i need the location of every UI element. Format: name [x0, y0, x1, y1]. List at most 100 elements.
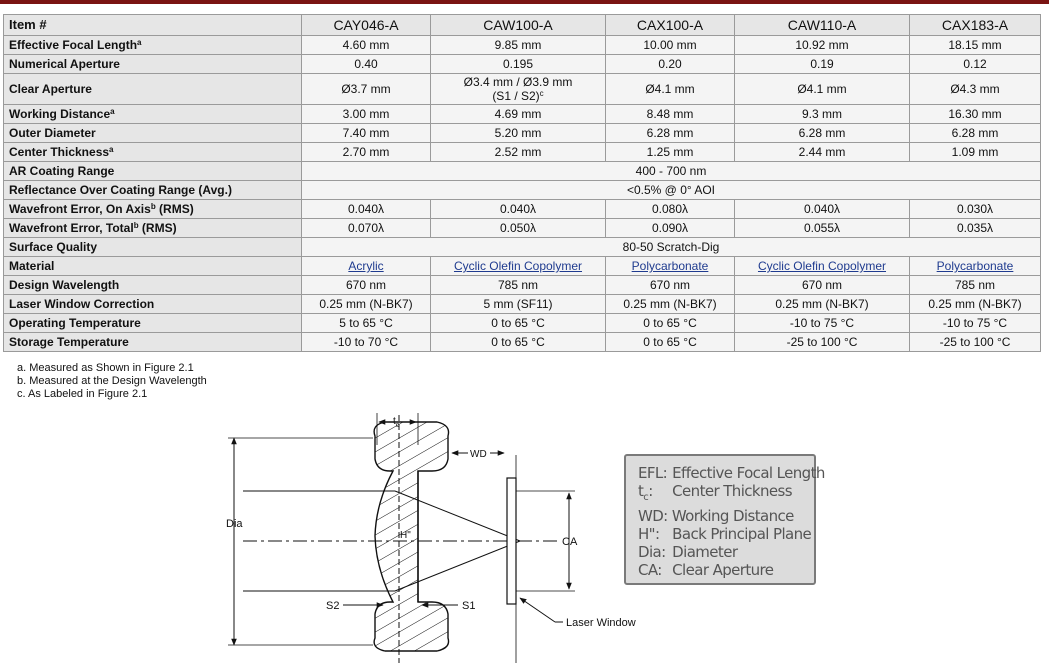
header-cax183: CAX183-A — [909, 14, 1041, 36]
tc-label: tc — [393, 416, 400, 429]
header-cay046: CAY046-A — [301, 14, 431, 36]
table-cell: 785 nm — [430, 275, 606, 295]
legend-item-h: H": Back Principal Plane — [638, 525, 812, 543]
table-cell: 2.52 mm — [430, 142, 606, 162]
row-label: Operating Temperature — [3, 313, 302, 333]
back-principal-plane-label: H" — [400, 530, 411, 541]
footnote-c: c. As Labeled in Figure 2.1 — [17, 388, 148, 400]
material-link[interactable]: Cyclic Olefin Copolymer — [453, 259, 583, 273]
legend-item-tc: tc: Center Thickness — [638, 482, 793, 503]
header-cax100: CAX100-A — [605, 14, 735, 36]
table-cell: <0.5% @ 0° AOI — [301, 180, 1041, 200]
table-cell: 6.28 mm — [909, 123, 1041, 143]
table-cell: 5 mm (SF11) — [430, 294, 606, 314]
table-cell: 0.25 mm (N-BK7) — [605, 294, 735, 314]
lens-body — [373, 421, 450, 652]
table-cell: 0.055λ — [734, 218, 910, 238]
ca-label: CA — [562, 536, 578, 548]
table-cell: 670 nm — [301, 275, 431, 295]
table-cell: Polycarbonate — [909, 256, 1041, 276]
table-cell: 0.040λ — [734, 199, 910, 219]
material-link[interactable]: Polycarbonate — [631, 259, 709, 273]
table-cell: Acrylic — [301, 256, 431, 276]
table-cell: Cyclic Olefin Copolymer — [430, 256, 606, 276]
table-row: Material Acrylic Cyclic Olefin Copolymer Po… — [3, 256, 1041, 276]
row-label: Clear Aperture — [3, 73, 302, 105]
legend-item-dia: Dia: Diameter — [638, 543, 738, 561]
material-link[interactable]: Polycarbonate — [936, 259, 1014, 273]
table-cell: 0 to 65 °C — [605, 332, 735, 352]
table-cell: 400 - 700 nm — [301, 161, 1041, 181]
row-label: Outer Diameter — [3, 123, 302, 143]
row-label: Reflectance Over Coating Range (Avg.) — [3, 180, 302, 200]
table-cell: 8.48 mm — [605, 104, 735, 124]
table-cell: 0.040λ — [301, 199, 431, 219]
table-cell: 1.09 mm — [909, 142, 1041, 162]
material-link[interactable]: Cyclic Olefin Copolymer — [757, 259, 887, 273]
row-label: Numerical Aperture — [3, 54, 302, 74]
table-cell: 0.080λ — [605, 199, 735, 219]
row-label: Design Wavelength — [3, 275, 302, 295]
row-label: Center Thicknessa — [3, 142, 302, 162]
table-cell: 0.20 — [605, 54, 735, 74]
table-cell: 0.030λ — [909, 199, 1041, 219]
s1-label: S1 — [462, 600, 475, 612]
table-cell: -25 to 100 °C — [734, 332, 910, 352]
table-cell: 0.035λ — [909, 218, 1041, 238]
table-cell: 9.3 mm — [734, 104, 910, 124]
table-cell: 670 nm — [734, 275, 910, 295]
table-cell: 0 to 65 °C — [430, 313, 606, 333]
table-cell: 670 nm — [605, 275, 735, 295]
row-label: Storage Temperature — [3, 332, 302, 352]
header-caw110: CAW110-A — [734, 14, 910, 36]
table-cell: 0.070λ — [301, 218, 431, 238]
table-cell: 4.60 mm — [301, 35, 431, 55]
table-cell: Polycarbonate — [605, 256, 735, 276]
wd-label: WD — [470, 449, 487, 460]
footnote-a: a. Measured as Shown in Figure 2.1 — [17, 362, 194, 374]
table-header-row: Item # CAY046-A CAW100-A CAX100-A CAW110… — [3, 14, 1041, 36]
row-label: AR Coating Range — [3, 161, 302, 181]
table-cell: 0.12 — [909, 54, 1041, 74]
row-label: Laser Window Correction — [3, 294, 302, 314]
header-item: Item # — [3, 14, 302, 36]
table-cell: -25 to 100 °C — [909, 332, 1041, 352]
table-row: Reflectance Over Coating Range (Avg.)<0.… — [3, 180, 1041, 200]
table-cell: 0.19 — [734, 54, 910, 74]
legend-item-ca: CA: Clear Aperture — [638, 561, 774, 579]
table-cell: 0 to 65 °C — [430, 332, 606, 352]
table-cell: 0.050λ — [430, 218, 606, 238]
table-cell: Ø4.1 mm — [605, 73, 735, 105]
table-cell: -10 to 70 °C — [301, 332, 431, 352]
table-cell: 0.25 mm (N-BK7) — [301, 294, 431, 314]
table-cell: 2.44 mm — [734, 142, 910, 162]
table-cell: 2.70 mm — [301, 142, 431, 162]
specs-table: Item # CAY046-A CAW100-A CAX100-A CAW110… — [3, 14, 1041, 352]
table-cell: 0.040λ — [430, 199, 606, 219]
table-cell: Ø4.3 mm — [909, 73, 1041, 105]
table-cell: 16.30 mm — [909, 104, 1041, 124]
table-cell: 785 nm — [909, 275, 1041, 295]
row-label: Surface Quality — [3, 237, 302, 257]
row-label: Effective Focal Lengtha — [3, 35, 302, 55]
table-cell: 0.25 mm (N-BK7) — [734, 294, 910, 314]
table-cell: 0.090λ — [605, 218, 735, 238]
table-cell: 1.25 mm — [605, 142, 735, 162]
dia-label: Dia — [226, 518, 243, 530]
table-cell: 5.20 mm — [430, 123, 606, 143]
material-link[interactable]: Acrylic — [348, 259, 384, 273]
table-cell: 5 to 65 °C — [301, 313, 431, 333]
row-label: Material — [3, 256, 302, 276]
lens-diagram: Dia tc WD H" CA S2 S1 Laser Window — [226, 413, 636, 663]
laser-window-label: Laser Window — [566, 617, 636, 629]
